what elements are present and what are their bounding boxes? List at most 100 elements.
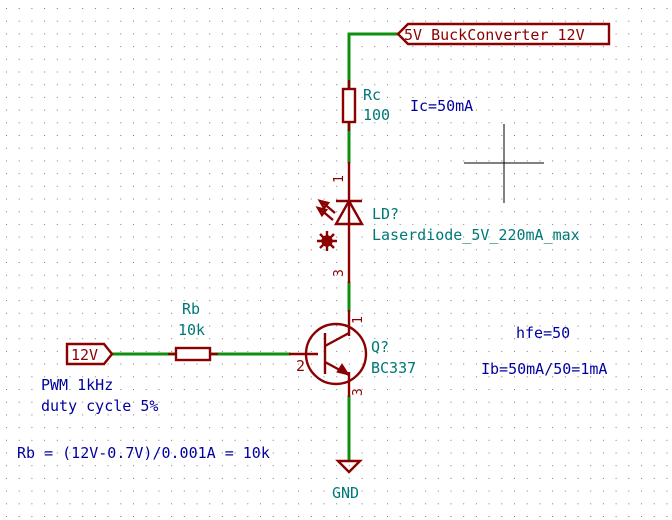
grid-dot <box>412 198 414 200</box>
grid-dot <box>602 198 604 200</box>
grid-dot <box>56 439 58 441</box>
grid-dot <box>374 122 376 124</box>
grid-dot <box>590 325 592 327</box>
grid-dot <box>615 414 617 416</box>
global-label-buck[interactable]: 5V_BuckConverter_12V <box>396 22 611 46</box>
grid-dot <box>615 236 617 238</box>
laser-diode[interactable]: 1 3 LD? Laserdiode_5V_220mA_max <box>315 162 580 283</box>
grid-dot <box>387 465 388 467</box>
note-ib: Ib=50mA/50=1mA <box>481 360 607 378</box>
grid-dot <box>463 109 465 111</box>
grid-dot <box>44 465 46 467</box>
grid-dot <box>539 173 541 175</box>
grid-dot <box>260 8 261 9</box>
grid-dot <box>628 363 630 365</box>
grid-dot <box>463 274 465 276</box>
grid-dot <box>285 287 287 289</box>
grid-dot <box>18 223 20 225</box>
grid-dot <box>564 96 566 98</box>
grid-dot <box>69 160 71 162</box>
grid-dot <box>336 414 338 416</box>
grid-dot <box>6 287 7 289</box>
grid-dot <box>82 401 84 403</box>
grid-dot <box>577 262 579 263</box>
grid-dot <box>475 363 477 365</box>
grid-dot <box>514 58 515 60</box>
grid-dot <box>6 147 7 149</box>
grid-dot <box>425 8 427 9</box>
transistor-q[interactable]: 1 2 3 Q? BC337 <box>289 310 416 397</box>
grid-dot <box>158 274 160 276</box>
grid-dot <box>272 503 274 505</box>
grid-dot <box>348 490 350 492</box>
grid-dot <box>361 262 363 263</box>
grid-dot <box>285 211 287 213</box>
grid-dot <box>221 350 223 352</box>
grid-dot <box>120 389 122 390</box>
grid-dot <box>209 147 211 149</box>
grid-dot <box>463 147 465 149</box>
gnd-symbol[interactable]: GND <box>332 459 363 502</box>
grid-dot <box>145 198 147 200</box>
grid-dot <box>564 173 566 175</box>
grid-dot <box>221 300 223 302</box>
grid-dot <box>209 211 211 213</box>
grid-dot <box>69 401 71 403</box>
grid-dot <box>526 211 528 213</box>
grid-dot <box>336 8 338 9</box>
grid-dot <box>120 223 122 225</box>
grid-dot <box>107 109 109 111</box>
grid-dot <box>272 490 274 492</box>
grid-dot <box>234 249 236 251</box>
grid-dot <box>653 198 655 200</box>
grid-dot <box>107 160 109 162</box>
grid-dot <box>488 198 490 200</box>
grid-dot <box>399 122 401 124</box>
grid-dot <box>133 401 134 403</box>
grid-dot <box>298 236 300 238</box>
grid-dot <box>628 427 630 429</box>
grid-dot <box>310 160 312 162</box>
grid-dot <box>6 452 7 454</box>
grid-dot <box>31 414 33 416</box>
grid-dot <box>298 274 300 276</box>
grid-dot <box>221 503 223 505</box>
grid-dot <box>387 376 388 378</box>
global-label-12v[interactable]: 12V <box>65 342 114 366</box>
grid-dot <box>526 198 528 200</box>
wire-supply[interactable] <box>347 32 400 90</box>
grid-dot <box>94 96 96 98</box>
grid-dot <box>285 300 287 302</box>
grid-dot <box>44 71 46 73</box>
grid-dot <box>234 211 236 213</box>
grid-dot <box>6 516 7 517</box>
grid-dot <box>539 414 541 416</box>
grid-dot <box>145 389 147 390</box>
grid-dot <box>564 262 566 263</box>
grid-dot <box>298 465 300 467</box>
grid-dot <box>183 20 185 22</box>
resistor-rb[interactable]: Rb 10k <box>168 300 218 362</box>
grid-dot <box>577 249 579 251</box>
grid-dot <box>196 452 198 454</box>
grid-dot <box>552 274 554 276</box>
grid-dot <box>628 312 630 314</box>
grid-dot <box>107 96 109 98</box>
grid-dot <box>463 71 465 73</box>
grid-dot <box>590 135 592 136</box>
grid-dot <box>44 147 46 149</box>
resistor-rc[interactable]: Rc 100 <box>341 80 390 131</box>
grid-dot <box>44 452 46 454</box>
grid-dot <box>18 147 20 149</box>
rb-refdes: Rb <box>182 300 200 318</box>
grid-dot <box>56 338 58 340</box>
grid-dot <box>56 389 58 390</box>
grid-dot <box>120 274 122 276</box>
grid-dot <box>412 414 414 416</box>
grid-dot <box>539 84 541 86</box>
grid-dot <box>94 262 96 263</box>
grid-dot <box>425 46 427 48</box>
grid-dot <box>374 249 376 251</box>
grid-dot <box>590 414 592 416</box>
